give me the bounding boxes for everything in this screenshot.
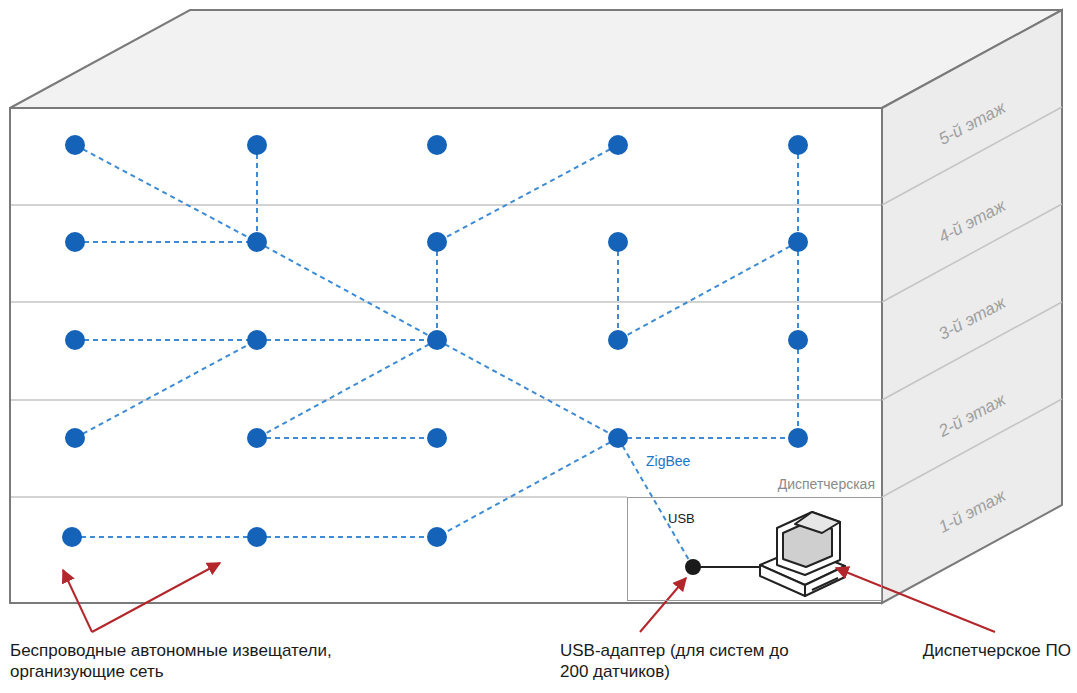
callout-text: Беспроводные автономные извещатели, орга…	[10, 640, 380, 683]
usb-adapter	[685, 559, 765, 575]
control-room-box: ДиспетчерскаяUSB	[627, 497, 882, 601]
room-title: Диспетчерская	[778, 476, 875, 492]
callout-text: USB-адаптер (для систем до 200 датчиков)	[560, 640, 810, 683]
callout-arrows	[63, 563, 995, 632]
protocol-label: ZigBee	[644, 453, 692, 471]
computer-icon	[760, 512, 845, 596]
zigbee-links	[72, 145, 798, 567]
callout-text: Диспетчерское ПО	[923, 640, 1071, 661]
building	[10, 10, 1062, 603]
usb-label: USB	[668, 511, 695, 526]
detector-dots	[62, 135, 808, 547]
